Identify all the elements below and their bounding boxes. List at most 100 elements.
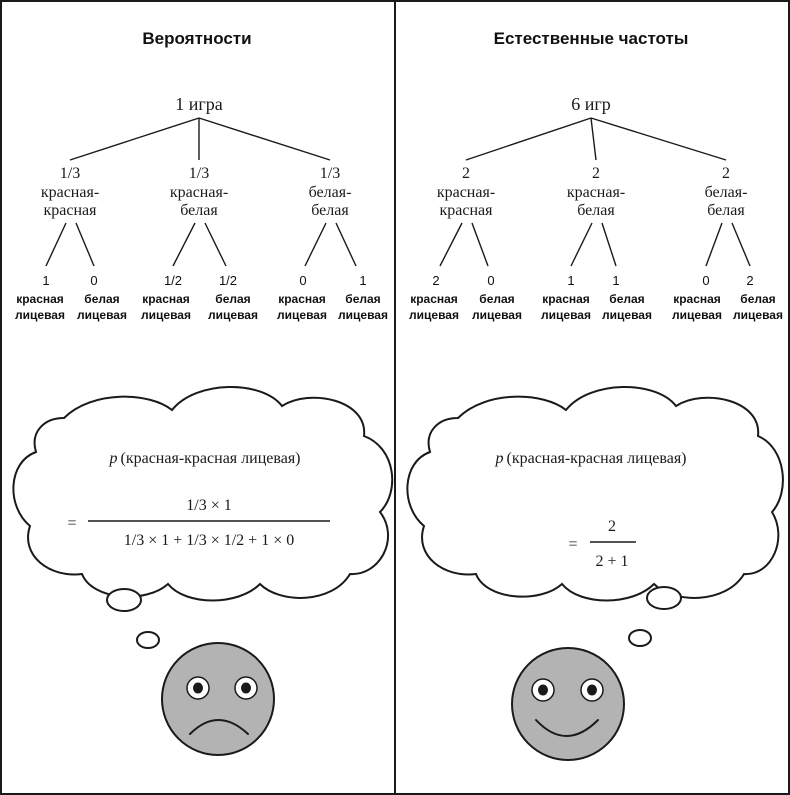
branch-label: белая: [311, 202, 349, 219]
formula-expression: (красная-красная лицевая): [121, 450, 301, 467]
leaf-value: 1: [567, 273, 574, 288]
leaf-label: лицевая: [338, 308, 388, 322]
leaf-node: 1/2 красная лицевая: [141, 273, 191, 322]
leaf-label: белая: [479, 292, 514, 306]
leaf-value: 2: [746, 273, 753, 288]
branch-label: красная-: [437, 184, 495, 201]
leaf-value: 1/2: [219, 273, 237, 288]
branch-value: 1/3: [60, 165, 80, 182]
formula: p(красная-красная лицевая) = 2 2 + 1: [495, 450, 687, 570]
tree-edge: [304, 222, 327, 267]
branch-label: красная-: [170, 184, 228, 201]
leaf-label: лицевая: [733, 308, 783, 322]
formula-expression: (красная-красная лицевая): [507, 450, 687, 467]
branch-label: белая: [180, 202, 218, 219]
leaf-label: лицевая: [409, 308, 459, 322]
leaf-label: лицевая: [472, 308, 522, 322]
formula-denominator: 2 + 1: [595, 553, 628, 570]
leaf-value: 0: [299, 273, 306, 288]
branch-label: белая: [707, 202, 745, 219]
branch-label: красная-: [567, 184, 625, 201]
leaf-label: лицевая: [672, 308, 722, 322]
formula-probability: p(красная-красная лицевая): [495, 450, 687, 467]
branch-value: 2: [722, 165, 730, 182]
thought-cloud: [12, 386, 394, 602]
leaf-node: 1 красная лицевая: [541, 273, 591, 322]
leaf-value: 1: [42, 273, 49, 288]
branch-label: белая-: [309, 184, 352, 201]
tree-edge: [75, 222, 95, 267]
tree-edge: [465, 117, 592, 161]
branch-node: 2 красная- красная: [437, 165, 495, 219]
tree-edge: [204, 222, 227, 267]
sad-face-icon: [161, 642, 275, 756]
tree-edge: [198, 117, 331, 161]
leaf-label: красная: [542, 292, 590, 306]
leaf-value: 1: [359, 273, 366, 288]
formula-p-symbol: p: [495, 450, 504, 467]
tree-edge: [570, 222, 593, 267]
leaf-node: 0 красная лицевая: [672, 273, 722, 322]
leaf-label: лицевая: [602, 308, 652, 322]
leaf-label: красная: [410, 292, 458, 306]
leaf-label: белая: [345, 292, 380, 306]
leaf-value: 2: [432, 273, 439, 288]
leaf-label: красная: [673, 292, 721, 306]
leaf-node: 0 белая лицевая: [77, 273, 127, 322]
branch-label: белая: [577, 202, 615, 219]
thought-bubble: [646, 586, 682, 610]
tree-edge: [45, 222, 67, 267]
formula-equals: =: [568, 536, 577, 553]
formula-p-symbol: p: [109, 450, 118, 467]
branch-node: 1/3 красная- белая: [170, 165, 228, 219]
formula-probability: p(красная-красная лицевая): [109, 450, 301, 467]
leaf-label: лицевая: [141, 308, 191, 322]
leaf-value: 1: [612, 273, 619, 288]
panel-natural-frequencies: Естественные частоты 6 игр 2 красная- кр…: [406, 29, 784, 761]
formula-denominator: 1/3 × 1 + 1/3 × 1/2 + 1 × 0: [124, 532, 294, 549]
tree-edge: [731, 222, 751, 267]
branch-node: 2 красная- белая: [567, 165, 625, 219]
tree-edge: [590, 117, 597, 161]
tree-root: 6 игр: [571, 94, 611, 114]
tree-edge: [172, 222, 196, 267]
leaf-node: 2 белая лицевая: [733, 273, 783, 322]
branch-value: 2: [592, 165, 600, 182]
tree-edge: [705, 222, 723, 267]
leaf-node: 0 красная лицевая: [277, 273, 327, 322]
branch-node: 2 белая- белая: [705, 165, 748, 219]
leaf-value: 1/2: [164, 273, 182, 288]
branch-label: красная-: [41, 184, 99, 201]
panel-title: Естественные частоты: [494, 29, 689, 48]
panel-probabilities: Вероятности 1 игра 1/3 красная- красная …: [12, 29, 394, 756]
formula-numerator: 2: [608, 518, 616, 535]
leaf-label: лицевая: [541, 308, 591, 322]
happy-face-icon: [511, 647, 625, 761]
leaf-label: красная: [142, 292, 190, 306]
tree-edge: [69, 117, 200, 161]
leaf-value: 0: [90, 273, 97, 288]
formula-numerator: 1/3 × 1: [186, 497, 231, 514]
formula-equals: =: [67, 515, 76, 532]
tree-root: 1 игра: [175, 94, 223, 114]
branch-node: 1/3 красная- красная: [41, 165, 99, 219]
thought-bubble: [106, 588, 142, 612]
thought-bubble: [136, 631, 160, 649]
tree-edge: [590, 117, 727, 161]
branch-label: белая-: [705, 184, 748, 201]
formula: p(красная-красная лицевая) = 1/3 × 1 1/3…: [67, 450, 330, 549]
leaf-label: белая: [740, 292, 775, 306]
leaf-label: красная: [16, 292, 64, 306]
leaf-value: 0: [487, 273, 494, 288]
leaf-label: белая: [84, 292, 119, 306]
branch-label: красная: [440, 202, 494, 219]
branch-node: 1/3 белая- белая: [309, 165, 352, 219]
leaf-label: белая: [215, 292, 250, 306]
leaf-value: 0: [702, 273, 709, 288]
leaf-label: лицевая: [208, 308, 258, 322]
leaf-node: 1 белая лицевая: [338, 273, 388, 322]
tree-edge: [601, 222, 617, 267]
leaf-label: белая: [609, 292, 644, 306]
leaf-node: 2 красная лицевая: [409, 273, 459, 322]
